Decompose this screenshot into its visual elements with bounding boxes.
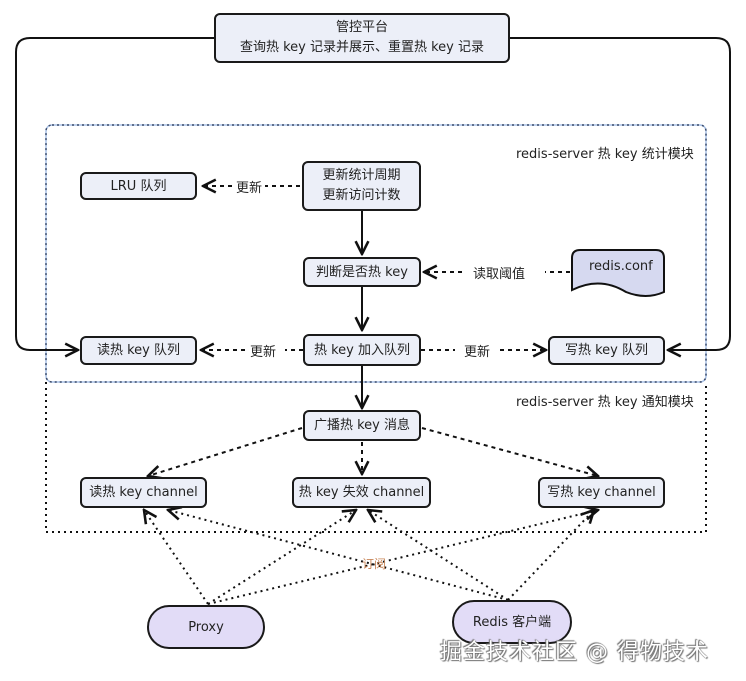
update-label-write: 更新	[461, 341, 494, 360]
redis-client-node[interactable]: Redis 客户端	[452, 600, 572, 644]
proxy-subscribe-write	[207, 510, 598, 605]
watermark: 掘金技术社区 @ 得物技术	[440, 640, 709, 665]
client-subscribe-invalid	[368, 510, 509, 601]
update-label-lru: 更新	[233, 177, 266, 196]
platform-to-read-queue-line	[15, 37, 214, 350]
subscribe-label: 订阅	[362, 557, 387, 571]
invalid-hot-channel-node[interactable]: 热 key 失效 channel	[292, 477, 431, 508]
platform-to-write-queue-line	[510, 37, 731, 350]
control-platform-node[interactable]: 管控平台 查询热 key 记录并展示、重置热 key 记录	[214, 13, 510, 63]
redis-conf-label[interactable]: redis.conf	[589, 259, 653, 274]
broadcast-node[interactable]: 广播热 key 消息	[303, 410, 421, 441]
update-stats-node[interactable]: 更新统计周期 更新访问计数	[302, 161, 421, 211]
read-hot-queue-node[interactable]: 读热 key 队列	[80, 336, 197, 365]
notify-module-label: redis-server 热 key 通知模块	[516, 395, 694, 410]
judge-hot-key-node[interactable]: 判断是否热 key	[303, 257, 421, 287]
control-platform-subtitle: 查询热 key 记录并展示、重置热 key 记录	[239, 40, 485, 55]
broadcast-to-read-channel-arrow	[148, 427, 303, 476]
control-platform-title: 管控平台	[335, 20, 388, 35]
client-subscribe-read	[168, 510, 509, 601]
read-hot-channel-node[interactable]: 读热 key channel	[80, 477, 207, 508]
update-label-read: 更新	[247, 341, 280, 360]
client-subscribe-write	[507, 510, 594, 601]
read-threshold-label: 读取阈值	[470, 263, 529, 282]
stats-module-label: redis-server 热 key 统计模块	[516, 147, 694, 162]
update-stats-line-2: 更新访问计数	[322, 188, 401, 203]
redis-conf-shape	[571, 249, 665, 297]
lru-queue-node[interactable]: LRU 队列	[80, 172, 197, 200]
proxy-subscribe-read	[144, 510, 209, 605]
update-stats-line-1: 更新统计周期	[322, 168, 401, 183]
proxy-subscribe-invalid	[207, 510, 356, 605]
broadcast-to-write-channel-arrow	[421, 427, 598, 476]
write-hot-channel-node[interactable]: 写热 key channel	[538, 477, 665, 508]
proxy-node[interactable]: Proxy	[147, 605, 265, 649]
hot-key-add-queue-node[interactable]: 热 key 加入队列	[303, 334, 421, 366]
notify-module-boundary	[45, 382, 707, 533]
write-hot-queue-node[interactable]: 写热 key 队列	[548, 336, 665, 365]
